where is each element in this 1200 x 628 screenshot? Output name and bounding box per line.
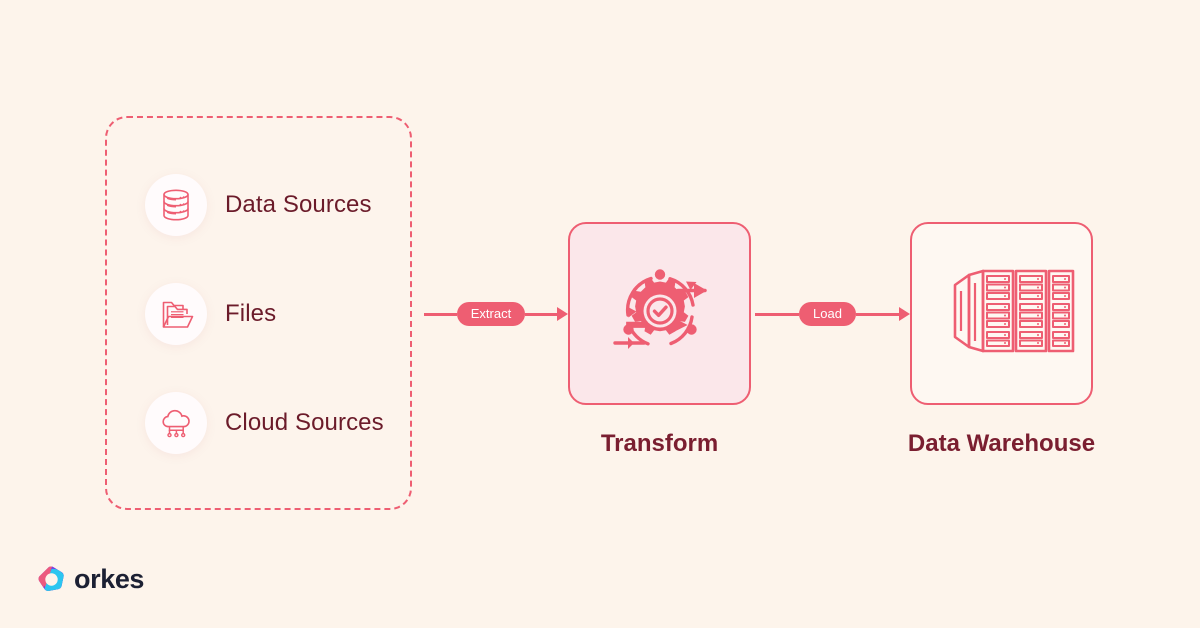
arrow-head-icon (899, 307, 911, 321)
cloud-sources-icon (145, 392, 207, 454)
source-item-cloud-sources: Cloud Sources (145, 392, 384, 454)
source-label-files: Files (225, 300, 277, 327)
orkes-logo: orkes (36, 564, 144, 594)
connector-line (525, 312, 558, 316)
server-racks-icon (928, 263, 1076, 364)
stage-caption-transform: Transform (600, 430, 719, 457)
connector-extract: Extract (424, 299, 568, 329)
source-label-cloud-sources: Cloud Sources (225, 409, 384, 436)
connector-line (424, 312, 457, 316)
arrow-head-icon (557, 307, 568, 321)
connector-line (755, 312, 800, 316)
connector-label-extract: Extract (456, 302, 526, 326)
connector-load: Load (755, 299, 911, 329)
source-item-data-sources: Data Sources (145, 174, 372, 236)
stage-caption-data-warehouse: Data Warehouse (907, 430, 1096, 457)
orkes-logo-text: orkes (74, 563, 145, 594)
database-icon (145, 174, 207, 236)
orkes-logo-mark (36, 564, 66, 594)
gear-check-refresh-icon (608, 259, 712, 368)
stage-data-warehouse (910, 222, 1093, 405)
stage-transform (568, 222, 751, 405)
connector-line (855, 312, 901, 316)
source-label-data-sources: Data Sources (225, 191, 372, 218)
connector-label-load: Load (799, 302, 856, 326)
files-folder-icon (145, 283, 207, 345)
sources-group-container: Data Sources Files (105, 116, 412, 510)
source-item-files: Files (145, 283, 276, 345)
